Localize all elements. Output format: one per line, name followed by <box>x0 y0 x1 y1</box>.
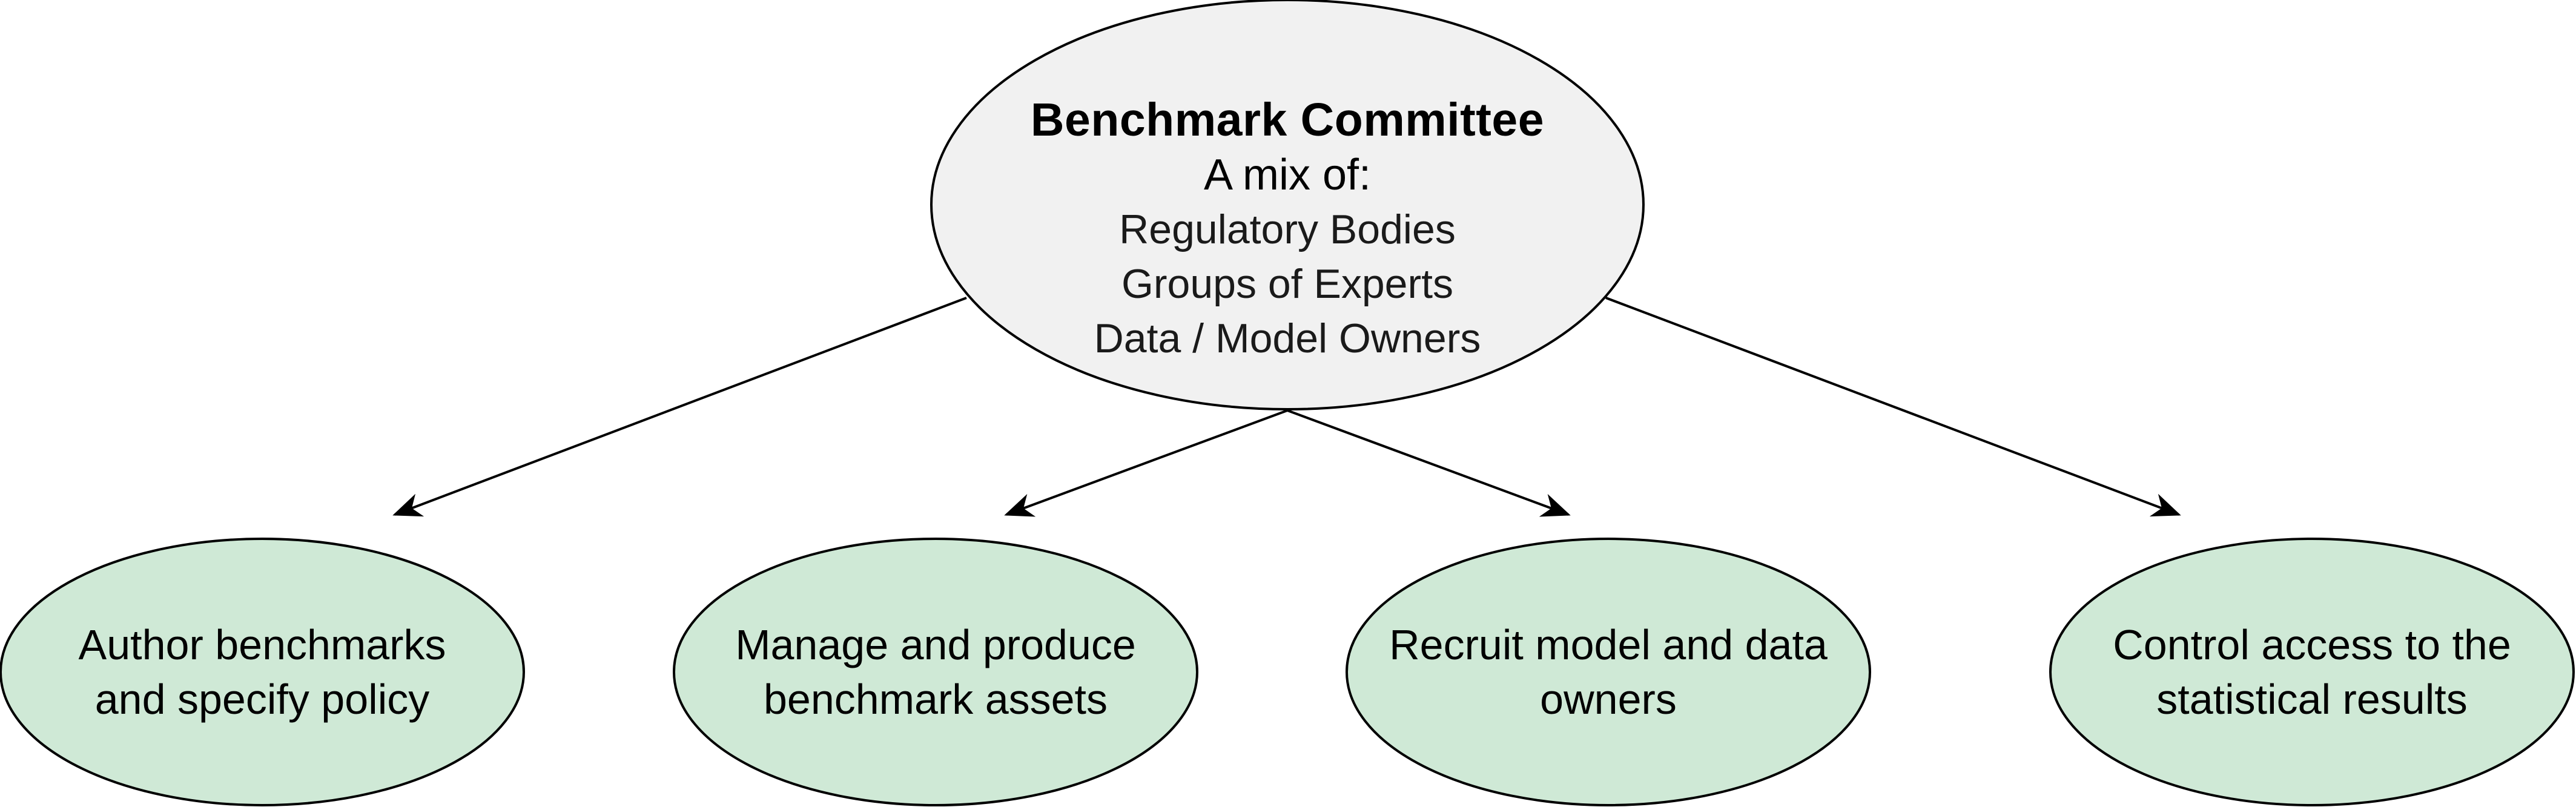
child-node-recruit-ellipse <box>1346 538 1871 806</box>
root-node-ellipse <box>930 0 1645 410</box>
arrow-to-control-access <box>1605 297 2181 517</box>
arrow-to-recruit-owners <box>1287 409 1571 517</box>
child-node-control-ellipse <box>2049 538 2575 806</box>
child-node-author-ellipse <box>0 538 525 806</box>
arrow-to-author-benchmarks <box>392 297 967 517</box>
child-node-manage-ellipse <box>673 538 1198 806</box>
arrow-to-manage-assets <box>1004 409 1288 517</box>
